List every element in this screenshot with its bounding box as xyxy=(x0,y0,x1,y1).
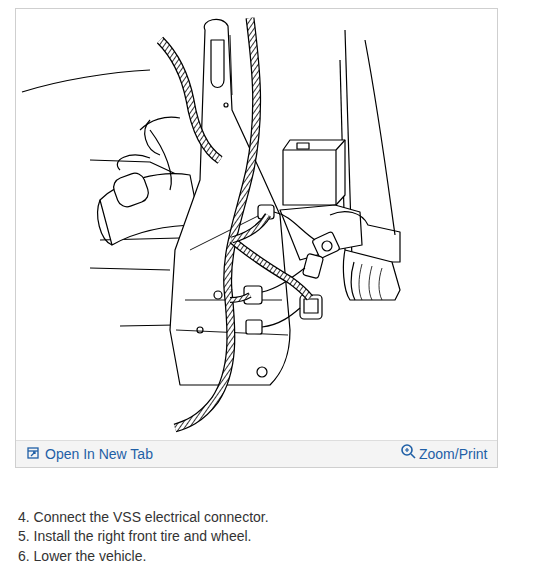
toolbar xyxy=(16,440,497,467)
link-text: Open In New Tab xyxy=(45,446,153,462)
open-icon xyxy=(28,448,38,458)
figure-frame xyxy=(16,9,498,468)
step-text: 4. Connect the VSS electrical connector. xyxy=(18,509,269,525)
step-text: 5. Install the right front tire and whee… xyxy=(18,528,251,544)
line-art xyxy=(22,19,400,385)
wiring-harness xyxy=(140,18,310,428)
zoom-icon xyxy=(402,445,415,458)
link-text: Zoom/Print xyxy=(419,446,487,462)
step-text: 6. Lower the vehicle. xyxy=(18,548,146,564)
